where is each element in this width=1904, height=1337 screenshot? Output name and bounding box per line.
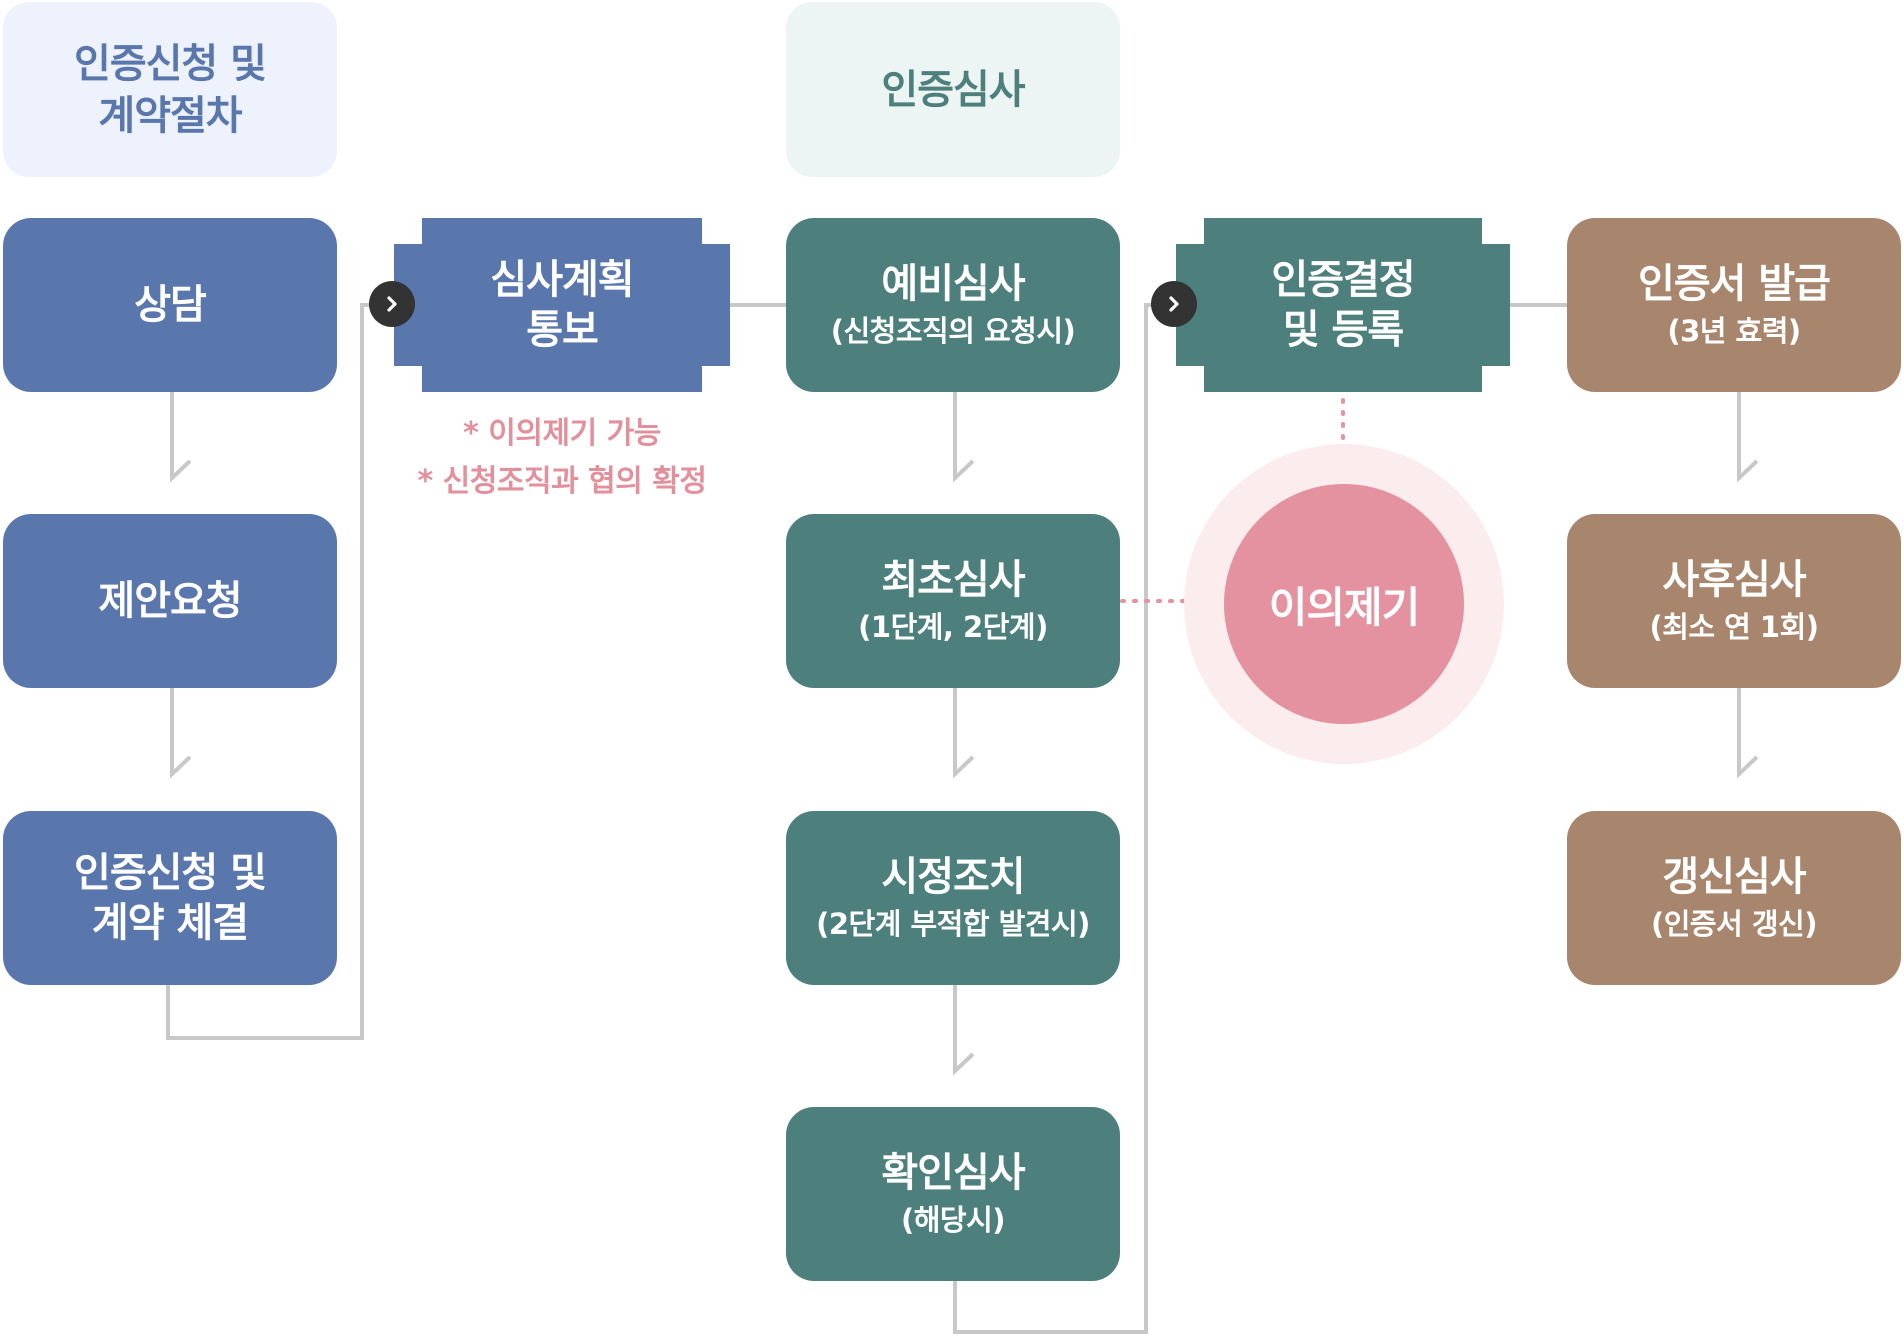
- chevron-right-icon: [1151, 281, 1197, 327]
- surveillance-audit-sub: (최소 연 1회): [1649, 610, 1819, 644]
- step-certificate-issue: 인증서 발급 (3년 효력): [1567, 218, 1901, 392]
- notched-shape-blue: [394, 218, 730, 392]
- step-surveillance-audit: 사후심사 (최소 연 1회): [1567, 514, 1901, 688]
- connector-post-2: [1737, 688, 1759, 779]
- corrective-action-title: 시정조치: [881, 854, 1025, 900]
- notched-shape-green: [1176, 218, 1510, 392]
- verification-audit-title: 확인심사: [881, 1150, 1025, 1196]
- verification-audit-sub: (해당시): [900, 1203, 1006, 1237]
- audit-plan-notice-title: 심사계획 통보: [490, 257, 634, 353]
- header-audit-label: 인증심사: [881, 66, 1025, 113]
- step-application-contract-title: 인증신청 및 계약 체결: [74, 850, 267, 946]
- corrective-action-sub: (2단계 부적합 발견시): [816, 907, 1090, 941]
- renewal-audit-title: 갱신심사: [1662, 854, 1806, 900]
- connector-audit-3: [953, 985, 975, 1076]
- step-audit-plan-notice: 심사계획 통보: [394, 218, 730, 392]
- objection-label: 이의제기: [1268, 582, 1421, 632]
- step-corrective-action: 시정조치 (2단계 부적합 발견시): [786, 811, 1120, 985]
- audit-plan-notes: * 이의제기 가능 * 신청조직과 협의 확정: [392, 410, 732, 506]
- initial-audit-title: 최초심사: [881, 557, 1025, 603]
- preliminary-audit-sub: (신청조직의 요청시): [830, 314, 1076, 348]
- step-renewal-audit: 갱신심사 (인증서 갱신): [1567, 811, 1901, 985]
- header-application: 인증신청 및 계약절차: [3, 2, 337, 177]
- connector-post-1: [1737, 392, 1759, 483]
- step-consultation-title: 상담: [134, 282, 207, 328]
- step-preliminary-audit: 예비심사 (신청조직의 요청시): [786, 218, 1120, 392]
- connector-audit-2: [953, 688, 975, 779]
- renewal-audit-sub: (인증서 갱신): [1650, 907, 1818, 941]
- step-application-contract: 인증신청 및 계약 체결: [3, 811, 337, 985]
- header-audit: 인증심사: [786, 2, 1120, 177]
- step-proposal-request-title: 제안요청: [98, 578, 242, 624]
- step-decision-registration: 인증결정 및 등록: [1176, 218, 1510, 392]
- step-consultation: 상담: [3, 218, 337, 392]
- objection-circle: 이의제기: [1224, 484, 1464, 724]
- initial-audit-sub: (1단계, 2단계): [858, 610, 1048, 644]
- header-application-label: 인증신청 및 계약절차: [74, 40, 267, 139]
- step-initial-audit: 최초심사 (1단계, 2단계): [786, 514, 1120, 688]
- surveillance-audit-title: 사후심사: [1662, 557, 1806, 603]
- note-agreement-confirm: * 신청조직과 협의 확정: [417, 464, 707, 499]
- chevron-right-icon: [369, 281, 415, 327]
- certificate-issue-title: 인증서 발급: [1638, 261, 1831, 307]
- preliminary-audit-title: 예비심사: [881, 261, 1025, 307]
- step-proposal-request: 제안요청: [3, 514, 337, 688]
- decision-registration-title: 인증결정 및 등록: [1271, 257, 1415, 353]
- connector-audit-1: [953, 392, 975, 483]
- certificate-issue-sub: (3년 효력): [1667, 314, 1801, 348]
- step-verification-audit: 확인심사 (해당시): [786, 1107, 1120, 1281]
- connector-app-2: [170, 688, 192, 779]
- connector-app-1: [170, 392, 192, 483]
- note-objection-possible: * 이의제기 가능: [463, 416, 661, 451]
